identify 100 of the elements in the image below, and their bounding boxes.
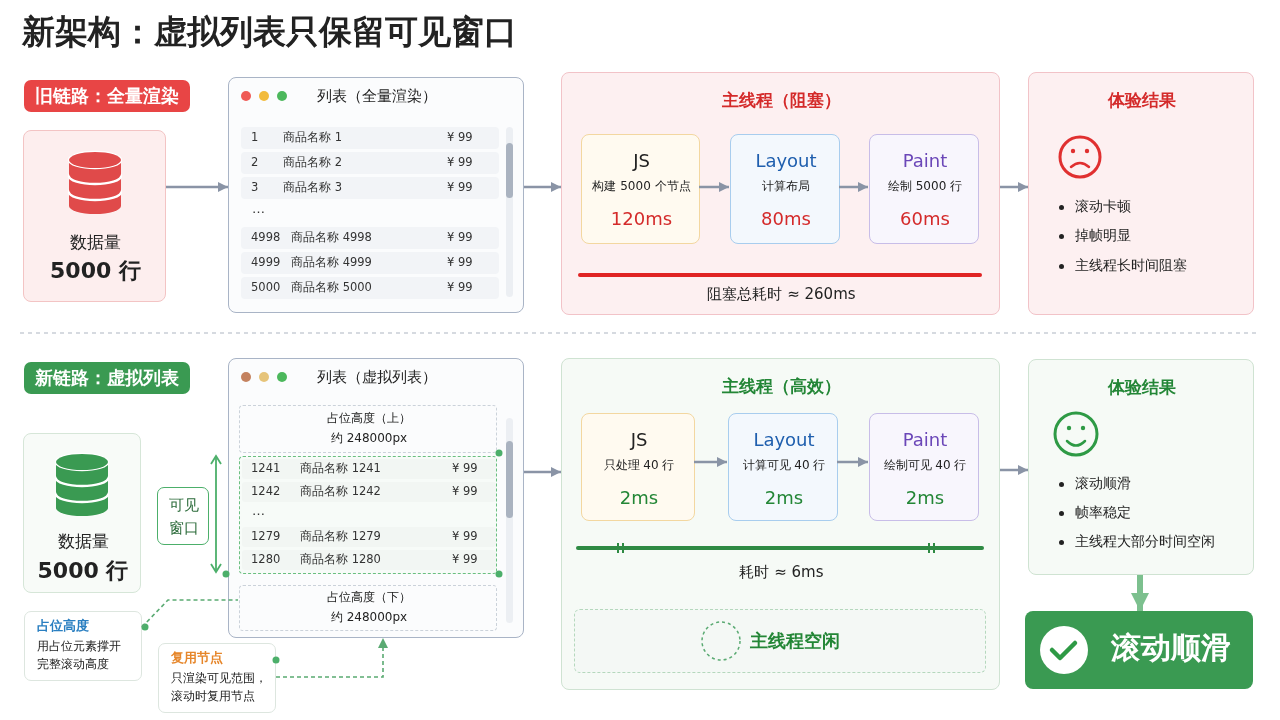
ellipsis-text: … xyxy=(252,503,265,518)
stage-title: JS xyxy=(628,428,649,452)
bullet-item: 掉帧明显 xyxy=(1057,226,1247,245)
panel-title: 体验结果 xyxy=(1107,89,1177,112)
stage-title: Paint xyxy=(901,428,949,452)
item-price: ¥ 99 xyxy=(452,529,479,544)
placeholder-block xyxy=(239,585,497,631)
stage-description: 计算布局 xyxy=(761,179,811,195)
stage-title: Paint xyxy=(901,149,949,173)
thread-panel xyxy=(561,72,1000,315)
bullet-item: 主线程长时间阻塞 xyxy=(1057,256,1247,275)
badge-text: 旧链路：全量渲染 xyxy=(34,84,180,108)
stage-description: 构建 5000 个节点 xyxy=(591,179,692,195)
thread-panel xyxy=(561,358,1000,690)
item-name: 商品名称 4999 xyxy=(291,255,373,270)
stage-card xyxy=(869,413,979,521)
result-panel xyxy=(1028,359,1254,575)
item-price: ¥ 99 xyxy=(447,230,474,245)
bullet-item: 滚动卡顿 xyxy=(1057,197,1247,216)
stage-duration: 2ms xyxy=(904,486,946,510)
arrow xyxy=(524,182,561,192)
item-price: ¥ 99 xyxy=(447,255,474,270)
placeholder-height: 约 248000px xyxy=(329,610,409,626)
item-name: 商品名称 4998 xyxy=(291,230,373,245)
item-price: ¥ 99 xyxy=(447,280,474,295)
item-price: ¥ 99 xyxy=(447,180,474,195)
stage-description: 只处理 40 行 xyxy=(602,458,676,474)
arrow xyxy=(1131,575,1149,611)
row-index: 3 xyxy=(251,180,260,195)
item-price: ¥ 99 xyxy=(452,552,479,567)
row-index: 1242 xyxy=(251,484,282,499)
stage-duration: 80ms xyxy=(760,207,812,231)
stage-title: Layout xyxy=(752,428,816,452)
item-name: 商品名称 1279 xyxy=(300,529,382,544)
callout-card xyxy=(24,611,142,681)
item-name: 商品名称 1241 xyxy=(300,461,382,476)
total-duration: 阻塞总耗时 ≈ 260ms xyxy=(706,285,857,305)
badge-text: 新链路：虚拟列表 xyxy=(34,366,180,390)
stage-card xyxy=(728,413,838,521)
row-index: 1279 xyxy=(251,529,282,544)
stage-duration: 2ms xyxy=(763,486,805,510)
arrow xyxy=(1000,465,1028,475)
row-count: 5000 行 xyxy=(49,257,142,285)
item-price: ¥ 99 xyxy=(447,155,474,170)
idle-area xyxy=(574,609,986,673)
list-window xyxy=(228,358,524,638)
arrow xyxy=(166,182,228,192)
row-index: 5000 xyxy=(251,280,282,295)
diagram-title: 新架构：虚拟列表只保留可见窗口 xyxy=(22,11,517,53)
leader-line xyxy=(141,599,239,628)
placeholder-title: 占位高度（下） xyxy=(326,590,412,606)
bullet-item: 主线程大部分时间空闲 xyxy=(1057,532,1247,551)
callout-title: 复用节点 xyxy=(171,650,224,667)
item-price: ¥ 99 xyxy=(447,130,474,145)
visible-window-tag xyxy=(157,487,209,545)
callout-title: 占位高度 xyxy=(37,618,90,635)
item-name: 商品名称 2 xyxy=(283,155,343,170)
item-price: ¥ 99 xyxy=(452,484,479,499)
leader-line xyxy=(275,637,388,678)
panel-title: 主线程（高效） xyxy=(721,375,842,398)
row-index: 1 xyxy=(251,130,260,145)
item-name: 商品名称 1242 xyxy=(300,484,382,499)
row-index: 1241 xyxy=(251,461,282,476)
list-row xyxy=(242,482,496,502)
stage-card xyxy=(730,134,840,244)
result-banner xyxy=(1025,611,1253,689)
stage-card xyxy=(581,134,700,244)
stage-description: 计算可见 40 行 xyxy=(741,458,827,474)
ellipsis-text: … xyxy=(252,201,265,216)
idle-text: 主线程空闲 xyxy=(750,629,841,653)
stage-card xyxy=(581,413,695,521)
list-row xyxy=(242,527,496,547)
visible-window-frame xyxy=(239,456,497,574)
row-index: 2 xyxy=(251,155,260,170)
item-name: 商品名称 3 xyxy=(283,180,343,195)
panel-title: 主线程（阻塞） xyxy=(721,89,842,112)
result-panel xyxy=(1028,72,1254,315)
row-index: 4999 xyxy=(251,255,282,270)
list-window xyxy=(228,77,524,313)
stage-description: 绘制 5000 行 xyxy=(886,179,964,195)
placeholder-title: 占位高度（上） xyxy=(326,411,412,427)
stage-description: 绘制可见 40 行 xyxy=(882,458,968,474)
stage-duration: 2ms xyxy=(618,486,660,510)
list-row xyxy=(242,459,496,479)
row-index: 1280 xyxy=(251,552,282,567)
window-title: 列表（全量渲染） xyxy=(316,87,438,107)
data-label: 数据量 xyxy=(56,530,110,553)
arrow xyxy=(699,182,729,192)
total-duration: 耗时 ≈ 6ms xyxy=(738,563,825,583)
stage-title: Layout xyxy=(754,149,818,173)
stage-title: JS xyxy=(631,149,651,173)
row-index: 4998 xyxy=(251,230,282,245)
item-name: 商品名称 1 xyxy=(283,130,343,145)
panel-title: 体验结果 xyxy=(1107,376,1177,399)
data-label: 数据量 xyxy=(69,231,122,254)
arrow xyxy=(839,182,868,192)
callout-text: 只渲染可见范围，滚动时复用节点 xyxy=(171,670,268,705)
item-name: 商品名称 5000 xyxy=(291,280,373,295)
list-row xyxy=(242,550,496,570)
stage-duration: 120ms xyxy=(609,207,674,231)
